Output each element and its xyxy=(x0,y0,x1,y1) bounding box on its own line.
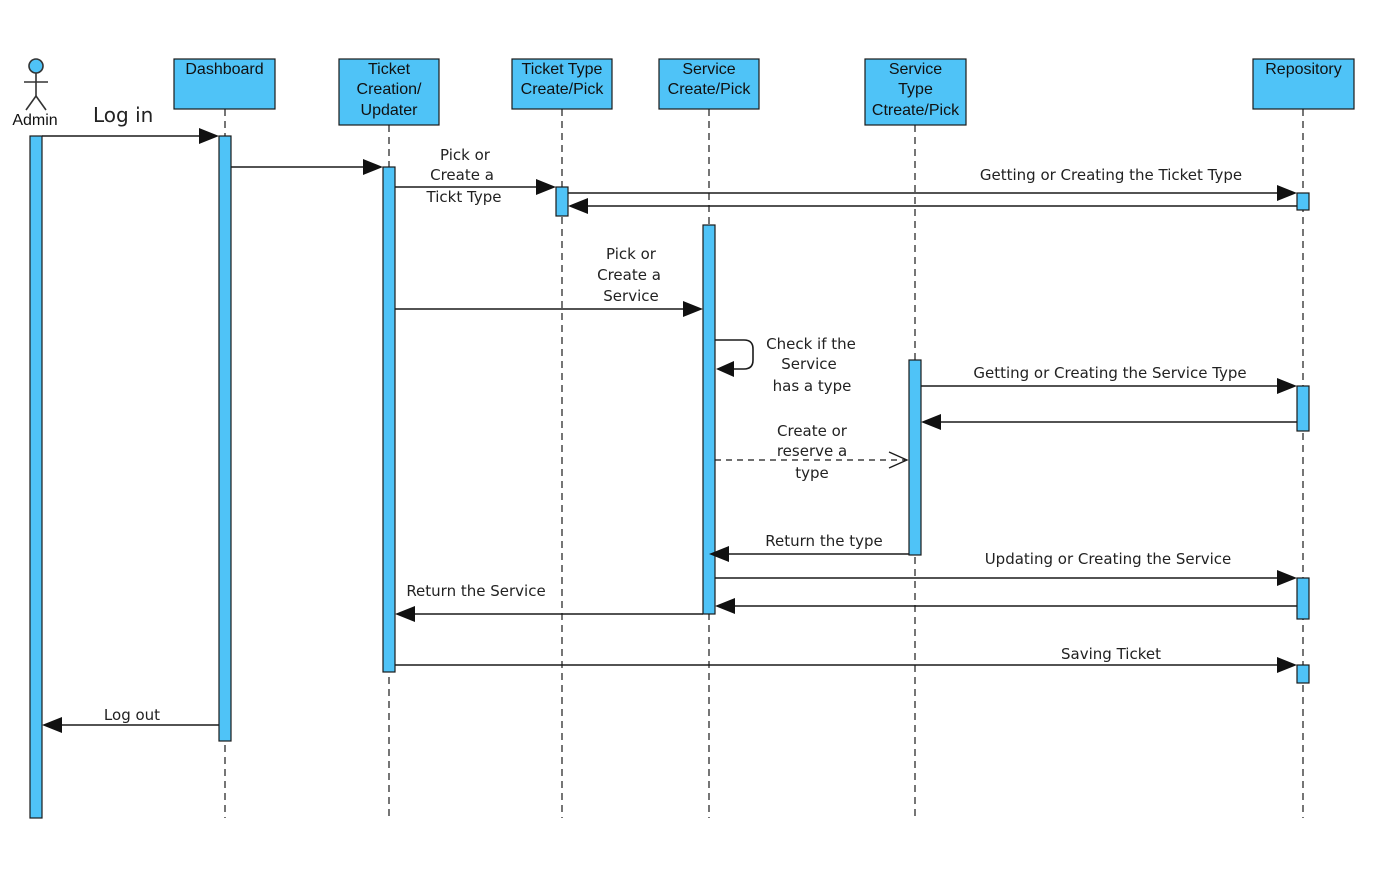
pick-service-arrowhead xyxy=(683,301,703,317)
actor-left-leg xyxy=(25,95,37,111)
activation-repository-3 xyxy=(1296,577,1310,620)
activation-ticket-creation xyxy=(382,166,396,673)
check-service-arrowhead xyxy=(716,361,734,377)
pick-service-label-3: Service xyxy=(603,287,658,305)
activations xyxy=(29,135,1310,819)
repository-label: Repository xyxy=(1265,61,1341,78)
ticket-creation-label-3: Updater xyxy=(361,102,419,119)
update-service-arrowhead xyxy=(1277,570,1297,586)
service-label-1: Service xyxy=(682,61,735,78)
service-type-label-1: Service xyxy=(889,61,942,78)
service-type-label-3: Ctreate/Pick xyxy=(872,102,960,119)
activation-service-type xyxy=(908,359,922,556)
service-type-label-2: Type xyxy=(898,81,933,98)
return-ticket-type-arrowhead xyxy=(568,198,588,214)
ticket-creation-label-1: Ticket xyxy=(368,61,411,78)
return-type-arrowhead xyxy=(709,546,729,562)
dashboard-to-ticket-arrowhead xyxy=(363,159,383,175)
get-ticket-type-arrowhead xyxy=(1277,185,1297,201)
activation-admin xyxy=(29,135,43,819)
repository-box xyxy=(1252,58,1355,110)
admin-actor: Admin xyxy=(12,58,58,129)
get-ticket-type-label: Getting or Creating the Ticket Type xyxy=(980,166,1242,184)
check-service-label-1: Check if the xyxy=(766,335,856,353)
pick-service-label-2: Create a xyxy=(597,266,661,284)
update-service-label: Updating or Creating the Service xyxy=(985,550,1232,568)
service-label-2: Create/Pick xyxy=(668,81,752,98)
activation-service xyxy=(702,224,716,615)
logout-label: Log out xyxy=(104,706,160,724)
pick-ticket-type-label-3: Tickt Type xyxy=(426,188,502,206)
return-service-arrowhead xyxy=(395,606,415,622)
saving-ticket-label: Saving Ticket xyxy=(1061,645,1161,663)
actor-right-leg xyxy=(35,95,47,111)
activation-dashboard xyxy=(218,135,232,742)
return-type-label: Return the type xyxy=(765,532,882,550)
check-service-label-3: has a type xyxy=(773,377,852,395)
login-label: Log in xyxy=(93,103,153,127)
ticket-type-box xyxy=(511,58,613,110)
activation-ticket-type xyxy=(555,186,569,217)
activation-repository-2 xyxy=(1296,385,1310,432)
get-service-type-arrowhead xyxy=(1277,378,1297,394)
pick-ticket-type-label-2: Create a xyxy=(430,166,494,184)
admin-label: Admin xyxy=(12,112,57,129)
create-reserve-arrowhead xyxy=(888,451,909,469)
get-service-type-label: Getting or Creating the Service Type xyxy=(973,364,1246,382)
return-service-type-arrowhead xyxy=(921,414,941,430)
create-reserve-label-2: reserve a xyxy=(777,442,847,460)
participant-headers: Dashboard Ticket Creation/ Updater Ticke… xyxy=(173,58,1355,126)
pick-ticket-type-label-1: Pick or xyxy=(440,146,491,164)
create-reserve-label-1: Create or xyxy=(777,422,848,440)
return-service-label: Return the Service xyxy=(406,582,545,600)
dashboard-label: Dashboard xyxy=(185,61,263,78)
ticket-creation-label-2: Creation/ xyxy=(357,81,422,98)
ticket-creation-box xyxy=(338,58,440,126)
activation-repository-4 xyxy=(1296,664,1310,684)
pick-ticket-type-arrowhead xyxy=(536,179,556,195)
ticket-type-label-2: Create/Pick xyxy=(521,81,605,98)
service-type-box xyxy=(864,58,967,126)
return-repo-service-arrowhead xyxy=(715,598,735,614)
activation-repository-1 xyxy=(1296,192,1310,211)
service-box xyxy=(658,58,760,110)
logout-arrowhead xyxy=(42,717,62,733)
check-service-self-arrow xyxy=(715,339,754,370)
saving-ticket-arrowhead xyxy=(1277,657,1297,673)
dashboard-box xyxy=(173,58,276,110)
actor-head xyxy=(28,58,44,74)
messages: Log in Pick or Create a Tickt Type Getti… xyxy=(42,103,1297,733)
login-arrowhead xyxy=(199,128,219,144)
check-service-label-2: Service xyxy=(781,355,836,373)
ticket-type-label-1: Ticket Type xyxy=(522,61,603,78)
create-reserve-label-3: type xyxy=(795,464,829,482)
pick-service-label-1: Pick or xyxy=(606,245,657,263)
